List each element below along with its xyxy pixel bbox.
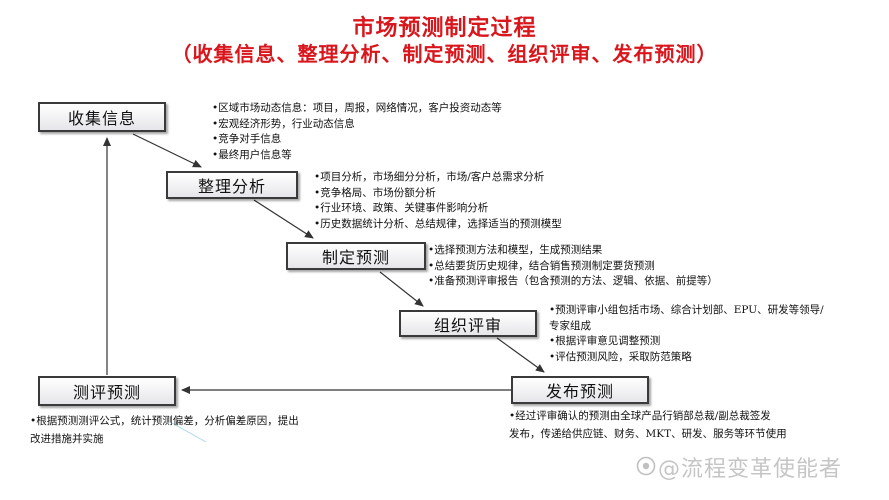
step-analyze: 整理分析 <box>166 171 298 199</box>
note-item: 改进措施并实施 <box>30 433 104 445</box>
arrow-analyze-to-forecast <box>253 199 314 239</box>
decorative-stroke <box>171 422 207 443</box>
note-item: •历史数据统计分析、总结规律，选择适当的预测模型 <box>314 217 562 230</box>
note-item: •区域市场动态信息：项目，周报，网络情况，客户投资动态等 <box>212 102 502 114</box>
step-forecast: 制定预测 <box>286 242 426 270</box>
arrow-collect-to-analyze <box>132 133 202 168</box>
watermark-text: @流程变革使能者 <box>658 457 843 482</box>
notes-analyze: •项目分析，市场细分分析，市场/客户总需求分析 •竞争格局、市场份额分析 •行业… <box>314 170 562 232</box>
step-publish: 发布预测 <box>511 376 649 404</box>
note-item: •经过评审确认的预测由全球产品行销部总裁/副总裁签发 <box>509 410 771 422</box>
note-item: •项目分析，市场细分分析，市场/客户总需求分析 <box>314 171 545 183</box>
diagram-subtitle: （收集信息、整理分析、制定预测、组织评审、发布预测） <box>171 42 718 66</box>
note-item: •宏观经济形势，行业动态信息 <box>212 117 355 130</box>
diagram-title: 市场预测制定过程 <box>352 16 537 41</box>
note-item: •最终用户信息等 <box>212 148 292 161</box>
notes-evaluate: •根据预测测评公式，统计预测偏差，分析偏差原因，提出 改进措施并实施 <box>30 412 299 448</box>
notes-collect: •区域市场动态信息：项目，周报，网络情况，客户投资动态等 •宏观经济形势，行业动… <box>212 101 502 163</box>
note-item: •评估预测风险，采取防范策略 <box>549 350 692 363</box>
arrow-review-to-publish <box>496 337 545 373</box>
note-item: •准备预测评审报告（包含预测的方法、逻辑、依据、前提等） <box>428 275 718 288</box>
note-item: •预测评审小组包括市场、综合计划部、EPU、研发等领导/ <box>549 304 824 316</box>
note-item: 专家组成 <box>549 319 591 332</box>
note-item: •总结要货历史规律，结合销售预测制定要货预测 <box>428 259 655 272</box>
watermark: @流程变革使能者 <box>636 451 842 483</box>
step-evaluate: 测评预测 <box>38 376 176 406</box>
note-item: •选择预测方法和模型，生成预测结果 <box>428 244 603 256</box>
arrow-forecast-to-review <box>379 271 424 307</box>
note-item: •根据评审意见调整预测 <box>549 335 661 348</box>
notes-review: •预测评审小组包括市场、综合计划部、EPU、研发等领导/ 专家组成 •根据评审意… <box>549 303 824 365</box>
notes-publish: •经过评审确认的预测由全球产品行销部总裁/副总裁签发 发布，传递给供应链、财务、… <box>509 407 787 443</box>
note-item: •根据预测测评公式，统计预测偏差，分析偏差原因，提出 <box>30 415 299 427</box>
note-item: •行业环境、政策、关键事件影响分析 <box>314 202 489 215</box>
camera-icon <box>636 456 656 482</box>
note-item: •竞争对手信息 <box>212 133 282 146</box>
notes-forecast: •选择预测方法和模型，生成预测结果 •总结要货历史规律，结合销售预测制定要货预测… <box>428 243 718 290</box>
note-item: 发布，传递给供应链、财务、MKT、研发、服务等环节使用 <box>509 428 787 440</box>
step-collect-info: 收集信息 <box>38 102 166 132</box>
step-review: 组织评审 <box>399 310 537 337</box>
note-item: •竞争格局、市场份额分析 <box>314 186 436 199</box>
